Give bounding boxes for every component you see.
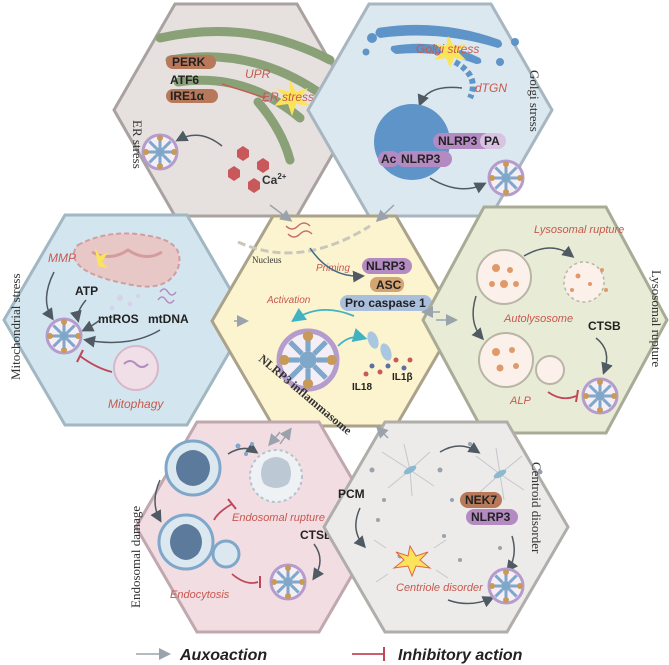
- center-hexagon: [212, 216, 457, 426]
- pro-caspase-label: Pro caspase 1: [345, 296, 426, 310]
- center-nlrp3-label: NLRP3: [366, 259, 406, 273]
- ac-label: Ac: [381, 152, 397, 166]
- mitophagy-icon: [114, 346, 158, 390]
- perk-label: PERK: [172, 55, 206, 69]
- mtros-label: mtROS: [98, 312, 139, 326]
- atf6-label: ATF6: [170, 73, 199, 87]
- lysosome-icon: [477, 250, 531, 304]
- mitophagy-label: Mitophagy: [108, 397, 164, 411]
- centroid-nlrp3-label: NLRP3: [471, 510, 511, 524]
- er-inflammasome-icon: [143, 135, 177, 169]
- pcm-label: PCM: [338, 487, 365, 501]
- pa-label: PA: [484, 134, 500, 148]
- endosome-cargo-icon: [176, 450, 210, 486]
- ac-nlrp3-label: NLRP3: [401, 152, 441, 166]
- mtdna-label: mtDNA: [148, 312, 189, 326]
- mito-title: Mitochondrial stress: [8, 273, 23, 380]
- centroid-disorder-panel: PCM NEK7 NLRP3 Centriole disorder Centro…: [324, 422, 568, 632]
- nucleus-label: Nucleus: [252, 255, 282, 265]
- centroid-title: Centroid disorder: [529, 462, 544, 554]
- atp-label: ATP: [75, 284, 98, 298]
- ire1a-label: IRE1α: [170, 89, 205, 103]
- nek7-label: NEK7: [465, 493, 497, 507]
- mito-inflammasome-icon: [47, 319, 81, 353]
- center-panel: Nucleus Priming NLRP3 ASC Pro caspase 1 …: [212, 216, 457, 438]
- er-stress-title: ER stress: [130, 120, 145, 169]
- golgi-stress-title: Golgi stress: [527, 70, 542, 132]
- golgi-stress-label: Golgi stress: [416, 42, 479, 56]
- legend: Auxoaction Inhibitory action: [136, 647, 523, 664]
- lyso-title: Lysosomal rupture: [649, 270, 664, 367]
- il1b-label: IL1β: [392, 372, 413, 383]
- autolysosome-bud-icon: [536, 356, 564, 384]
- il18-label: IL18: [352, 382, 372, 393]
- asc-label: ASC: [376, 278, 402, 292]
- endo-inflammasome-icon: [271, 565, 305, 599]
- lyso-inflammasome-icon: [583, 379, 617, 413]
- centriole-disorder-label: Centriole disorder: [396, 582, 484, 594]
- mmp-label: MMP: [48, 251, 76, 265]
- golgi-inflammasome-icon: [489, 161, 523, 195]
- dtgn-label: dTGN: [475, 81, 507, 95]
- endocytosis-cargo-icon: [170, 524, 202, 560]
- autolysosome-icon: [479, 333, 533, 387]
- endo-title: Endosomal damage: [128, 506, 143, 608]
- centroid-inflammasome-icon: [489, 569, 523, 603]
- ruptured-lysosome-icon: [564, 262, 604, 302]
- autolysosome-label: Autolysosome: [503, 313, 573, 325]
- er-stress-label: ER stress: [262, 90, 314, 104]
- golgi-nlrp3-label: NLRP3: [438, 134, 478, 148]
- endocytosis-bud-icon: [213, 541, 239, 567]
- golgi-stress-panel: Golgi stress dTGN NLRP3 PA Ac NLRP3 Golg…: [308, 4, 552, 216]
- lysosomal-rupture-panel: Lysosomal rupture Autolysosome CTSB ALP …: [423, 207, 667, 433]
- endosomal-rupture-label: Endosomal rupture: [232, 512, 325, 524]
- activation-label: Activation: [266, 295, 311, 306]
- inhibitory-legend-label: Inhibitory action: [398, 647, 523, 664]
- ruptured-cargo-icon: [261, 457, 291, 488]
- rupture-label: Lysosomal rupture: [534, 224, 624, 236]
- upr-label: UPR: [245, 67, 271, 81]
- alp-label: ALP: [509, 395, 531, 407]
- auxoaction-legend-label: Auxoaction: [179, 647, 267, 664]
- priming-label: Priming: [316, 263, 350, 274]
- endocytosis-label: Endocytosis: [170, 589, 230, 601]
- lyso-ctsb-label: CTSB: [588, 319, 621, 333]
